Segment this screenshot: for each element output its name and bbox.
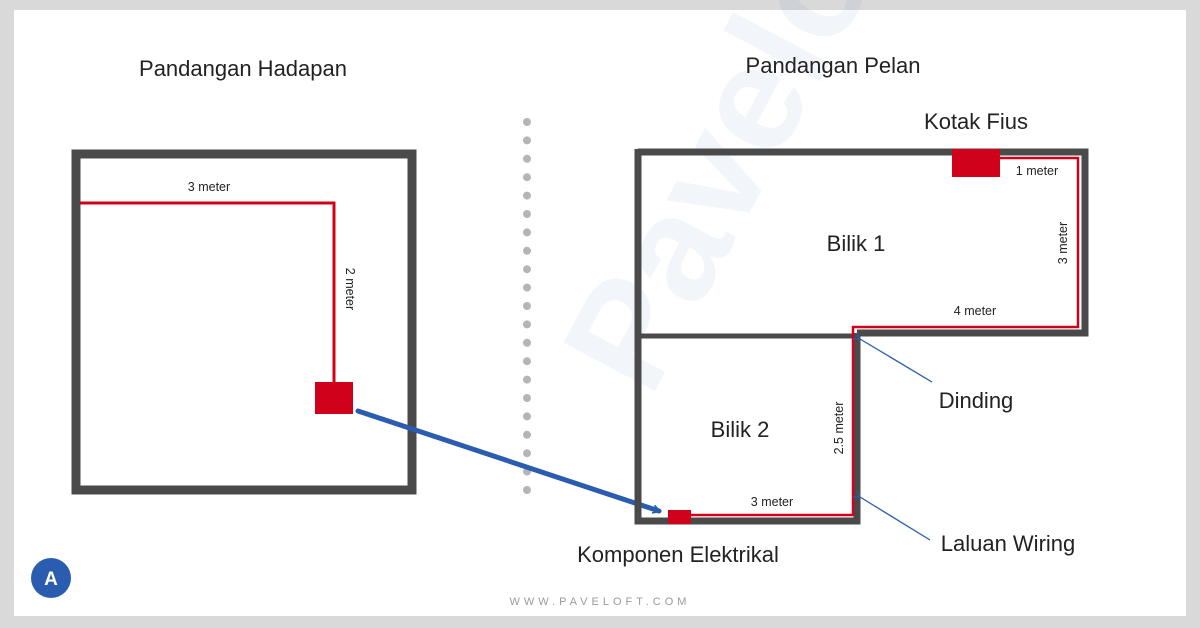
front-view-component	[315, 382, 353, 414]
front-measure-horizontal: 3 meter	[188, 180, 230, 194]
divider-dot	[523, 265, 531, 274]
wiring-route-pointer	[860, 497, 931, 541]
divider-dot	[523, 412, 531, 421]
front-view-wall	[71, 149, 417, 495]
measure-lower-vertical: 2.5 meter	[832, 402, 846, 455]
plan-view-component	[668, 510, 691, 524]
divider-dot	[523, 173, 531, 182]
measure-bottom-horizontal: 3 meter	[751, 495, 793, 509]
divider-dot	[523, 283, 531, 292]
divider-dot	[523, 210, 531, 218]
divider-dot	[523, 449, 531, 458]
divider-dot	[523, 394, 531, 402]
measure-top-right: 1 meter	[1016, 164, 1058, 178]
logo-letter: A	[44, 569, 58, 590]
wall-label: Dinding	[939, 388, 1014, 413]
plan-view-room1-wall	[638, 148, 1089, 337]
plan-view-title: Pandangan Pelan	[746, 53, 921, 78]
front-view-title: Pandangan Hadapan	[139, 56, 347, 81]
divider-dot	[523, 118, 531, 126]
divider-dot	[523, 375, 531, 384]
wiring-route-label: Laluan Wiring	[941, 531, 1076, 556]
divider-dot	[523, 486, 531, 494]
wall-pointer	[860, 339, 933, 383]
room-2-label: Bilik 2	[711, 417, 770, 442]
fuse-box	[952, 149, 1000, 177]
divider-dot	[523, 154, 531, 163]
divider-dot	[523, 357, 531, 366]
paveloft-logo: A	[31, 558, 71, 598]
fuse-box-label: Kotak Fius	[924, 109, 1028, 134]
divider-dot	[523, 136, 531, 145]
measure-middle-horizontal: 4 meter	[954, 304, 996, 318]
divider-dot	[523, 320, 531, 329]
room-1-label: Bilik 1	[827, 231, 886, 256]
component-link-arrow	[355, 408, 662, 514]
measure-right-vertical: 3 meter	[1056, 222, 1070, 264]
divider-dot	[523, 302, 531, 310]
divider-dot	[523, 228, 531, 237]
divider-dot	[523, 338, 531, 347]
component-label: Komponen Elektrikal	[577, 542, 779, 567]
website-text: WWW.PAVELOFT.COM	[510, 596, 691, 608]
plan-view-wire	[690, 156, 1080, 517]
diagram-card	[14, 10, 1186, 616]
front-measure-vertical: 2 meter	[343, 268, 357, 310]
divider-dot	[523, 191, 531, 200]
front-view-wire	[80, 201, 336, 383]
divider-dot	[523, 430, 531, 439]
view-divider	[523, 118, 531, 494]
logo-circle-icon	[31, 558, 71, 598]
divider-dot	[523, 246, 531, 255]
